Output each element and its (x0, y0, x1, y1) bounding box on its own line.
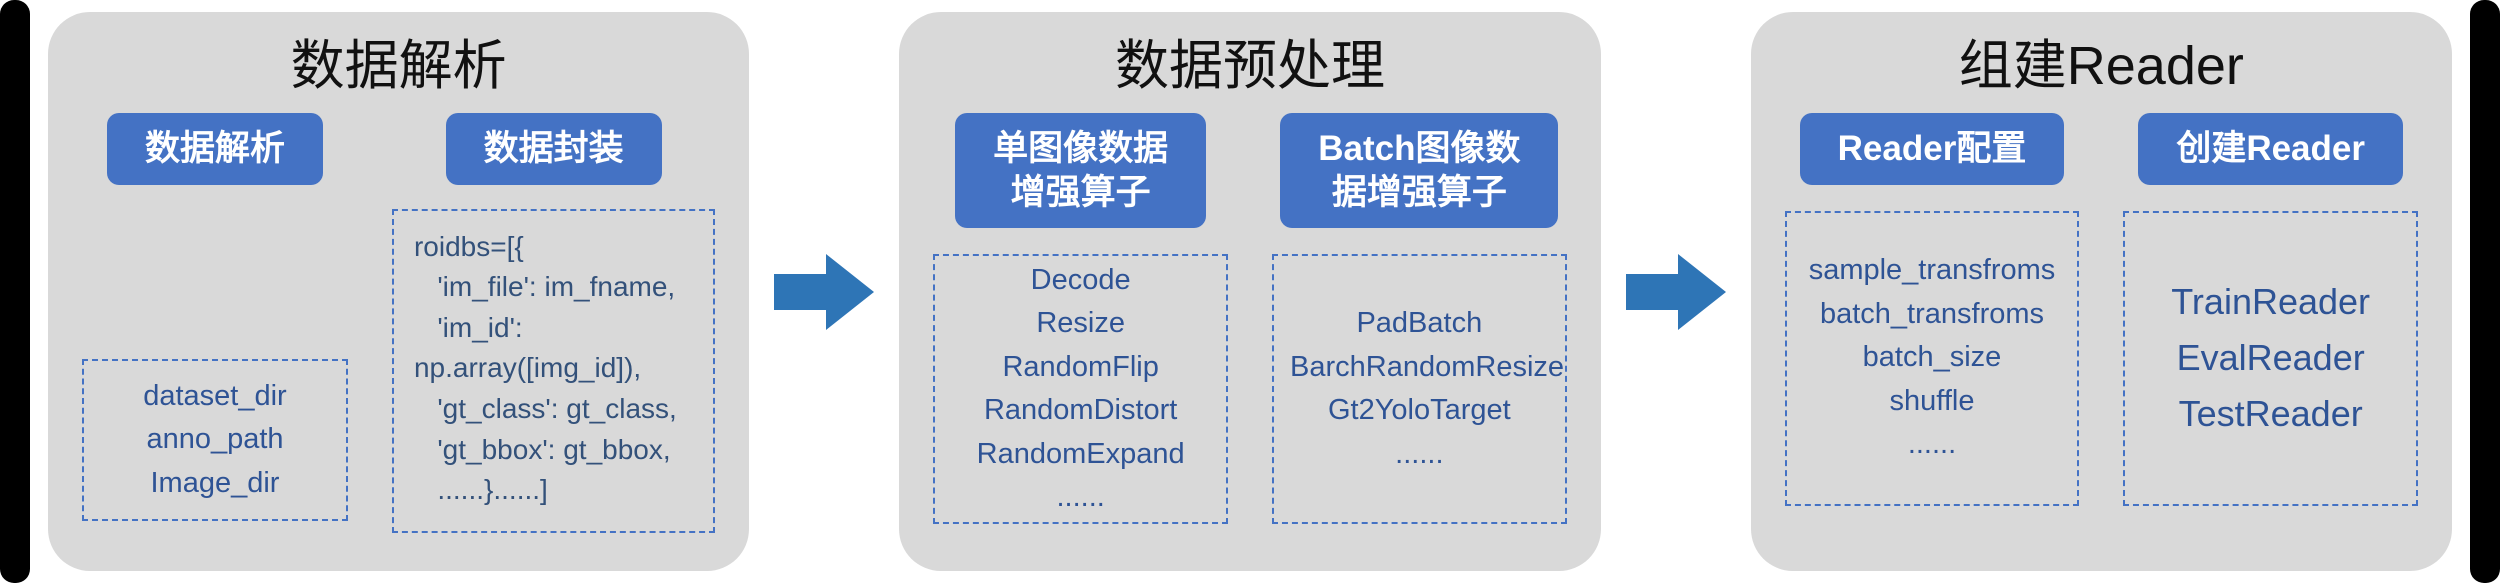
box-reader-list: TrainReader EvalReader TestReader (2123, 210, 2418, 506)
arrow-right-icon (774, 253, 875, 330)
box-dataset-paths: dataset_dir anno_path Image_dir (82, 358, 348, 521)
column-right: 创建Reader TrainReader EvalReader TestRead… (2123, 112, 2418, 543)
column-left: 单图像数据 增强算子 Decode Resize RandomFlip Rand… (933, 112, 1228, 543)
panel-title-build-reader: 组建Reader (1958, 36, 2244, 96)
left-edge-bar (0, 0, 30, 583)
column-left: 数据解析 dataset_dir anno_path Image_dir (82, 112, 348, 543)
panel-title-data-parsing: 数据解析 (290, 36, 507, 96)
box-roidbs-code: roidbs=[{ 'im_file': im_fname, 'im_id': … (391, 208, 716, 533)
box-reader-params: sample_transfroms batch_transfroms batch… (1784, 210, 2080, 506)
arrow-right-icon (1625, 253, 1726, 330)
right-edge-bar (2470, 0, 2500, 583)
box-single-augment-ops: Decode Resize RandomFlip RandomDistort R… (933, 254, 1228, 525)
column-left: Reader配置 sample_transfroms batch_transfr… (1784, 112, 2080, 543)
button-batch-image-augment: Batch图像数 据增强算子 (1280, 112, 1559, 229)
arrow-gap (1601, 12, 1751, 571)
box-single-augment-ops-text: Decode Resize RandomFlip RandomDistort R… (976, 263, 1185, 514)
panel-title-data-preprocessing: 数据预处理 (1114, 36, 1385, 96)
button-data-packaging: 数据封装 (445, 112, 662, 185)
button-single-image-augment: 单图像数据 增强算子 (955, 112, 1207, 229)
button-reader-config: Reader配置 (1799, 112, 2065, 185)
panel-data-preprocessing: 数据预处理 单图像数据 增强算子 Decode Resize RandomFli… (899, 12, 1601, 571)
panel-body: Reader配置 sample_transfroms batch_transfr… (1784, 112, 2418, 543)
panel-body: 单图像数据 增强算子 Decode Resize RandomFlip Rand… (933, 112, 1567, 543)
box-reader-list-text: TrainReader EvalReader TestReader (2171, 281, 2371, 434)
button-data-parsing: 数据解析 (106, 112, 323, 185)
box-reader-params-text: sample_transfroms batch_transfroms batch… (1808, 254, 2056, 461)
arrow-gap (749, 12, 899, 571)
box-batch-augment-ops-text: PadBatch BarchRandomResize Gt2YoloTarget… (1290, 307, 1565, 470)
column-right: 数据封装 roidbs=[{ 'im_file': im_fname, 'im_… (391, 112, 716, 543)
button-create-reader: 创建Reader (2138, 112, 2403, 185)
panel-build-reader: 组建Reader Reader配置 sample_transfroms batc… (1750, 12, 2452, 571)
panel-data-parsing: 数据解析 数据解析 dataset_dir anno_path Image_di… (48, 12, 750, 571)
box-dataset-paths-text: dataset_dir anno_path Image_dir (143, 379, 287, 499)
column-right: Batch图像数 据增强算子 PadBatch BarchRandomResiz… (1272, 112, 1567, 543)
panel-body: 数据解析 dataset_dir anno_path Image_dir 数据封… (82, 112, 716, 543)
box-batch-augment-ops: PadBatch BarchRandomResize Gt2YoloTarget… (1272, 254, 1567, 525)
